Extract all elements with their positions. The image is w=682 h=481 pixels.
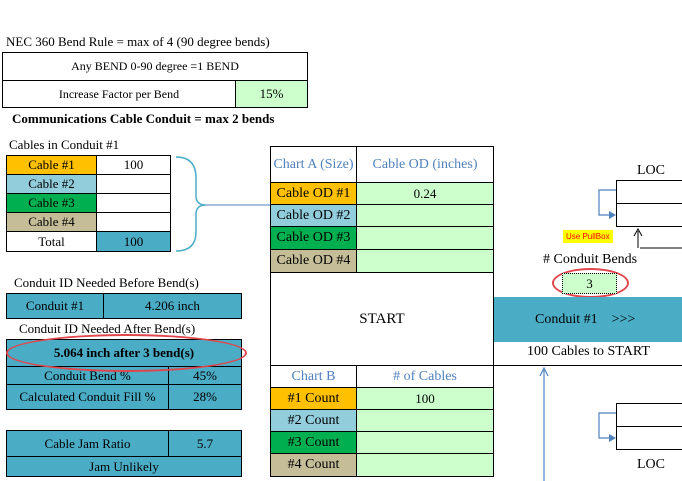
count-4-label: #4 Count — [270, 453, 357, 477]
chart-a-col2-header: Cable OD (inches) — [356, 146, 494, 183]
cable-od-4-value[interactable] — [356, 249, 494, 273]
cables-to-start-underline — [494, 365, 682, 366]
cables-brace — [175, 156, 207, 252]
conduit-bend-pct-value: 45% — [168, 366, 242, 385]
count-1-value[interactable]: 100 — [356, 387, 494, 410]
comm-cable-rule: Communications Cable Conduit = max 2 ben… — [12, 111, 275, 126]
loc-top-loop-arrow — [598, 189, 616, 216]
conduit-bends-label: # Conduit Bends — [543, 252, 638, 267]
cables-to-start-label: 100 Cables to START — [527, 344, 650, 359]
conduit-before-header: Conduit ID Needed Before Bend(s) — [14, 275, 199, 290]
chart-b-col1-header: Chart B — [270, 365, 357, 388]
cable-1-label: Cable #1 — [6, 155, 97, 175]
conduit-1-label: Conduit #1 — [6, 293, 104, 319]
conduit-before-value: 4.206 inch — [103, 293, 242, 319]
increase-factor-value[interactable]: 15% — [235, 80, 308, 108]
loc-top-box — [616, 180, 682, 227]
cable-od-3-value[interactable] — [356, 226, 494, 250]
cables-total-label: Total — [6, 231, 97, 252]
cable-2-label: Cable #2 — [6, 174, 97, 194]
chart-b-col2-header: # of Cables — [356, 365, 494, 388]
start-label: START — [359, 310, 405, 327]
cables-in-conduit-title: Cables in Conduit #1 — [9, 137, 120, 152]
cable-od-4-label: Cable OD #4 — [270, 249, 357, 273]
count-3-label: #3 Count — [270, 431, 357, 454]
cable-od-1-value[interactable]: 0.24 — [356, 182, 494, 205]
conduit-fill-value: 28% — [168, 384, 242, 410]
cable-od-2-value[interactable] — [356, 204, 494, 227]
loc-bottom-box — [616, 403, 682, 450]
chart-a-col1-header: Chart A (Size) — [270, 146, 357, 183]
cable-4-label: Cable #4 — [6, 212, 97, 232]
cable-1-value[interactable]: 100 — [96, 155, 171, 175]
conduit-fill-label: Calculated Conduit Fill % — [6, 384, 169, 410]
conduit-after-header: Conduit ID Needed After Bend(s) — [19, 321, 196, 336]
increase-factor-label: Increase Factor per Bend — [2, 80, 236, 108]
conduit-flow-banner: Conduit #1 >>> — [494, 297, 682, 342]
cable-jam-ratio-value: 5.7 — [168, 430, 242, 457]
cable-4-value[interactable] — [96, 212, 171, 232]
cable-jam-ratio-label: Cable Jam Ratio — [6, 430, 169, 457]
cable-2-value[interactable] — [96, 174, 171, 194]
loc-top-label: LOC — [637, 163, 665, 178]
loc-bottom-label: LOC — [637, 457, 665, 472]
count-2-value[interactable] — [356, 409, 494, 432]
any-bend-note: Any BEND 0-90 degree =1 BEND — [2, 52, 308, 81]
use-pullbox-tag: Use PullBox — [563, 230, 613, 243]
cable-od-3-label: Cable OD #3 — [270, 226, 357, 250]
cable-3-value[interactable] — [96, 193, 171, 213]
cables-total-value: 100 — [96, 231, 171, 252]
cable-od-1-label: Cable OD #1 — [270, 182, 357, 205]
cable-3-label: Cable #3 — [6, 193, 97, 213]
count-3-value[interactable] — [356, 431, 494, 454]
count-2-label: #2 Count — [270, 409, 357, 432]
loc-bottom-loop-arrow — [598, 412, 616, 439]
jam-status: Jam Unlikely — [6, 456, 242, 477]
count-4-value[interactable] — [356, 453, 494, 477]
count-1-label: #1 Count — [270, 387, 357, 410]
conduit-bends-value[interactable]: 3 — [562, 273, 617, 294]
after-bend-highlight-oval — [6, 334, 247, 372]
nec-rule-title: NEC 360 Bend Rule = max of 4 (90 degree … — [6, 34, 270, 49]
cable-od-2-label: Cable OD #2 — [270, 204, 357, 227]
